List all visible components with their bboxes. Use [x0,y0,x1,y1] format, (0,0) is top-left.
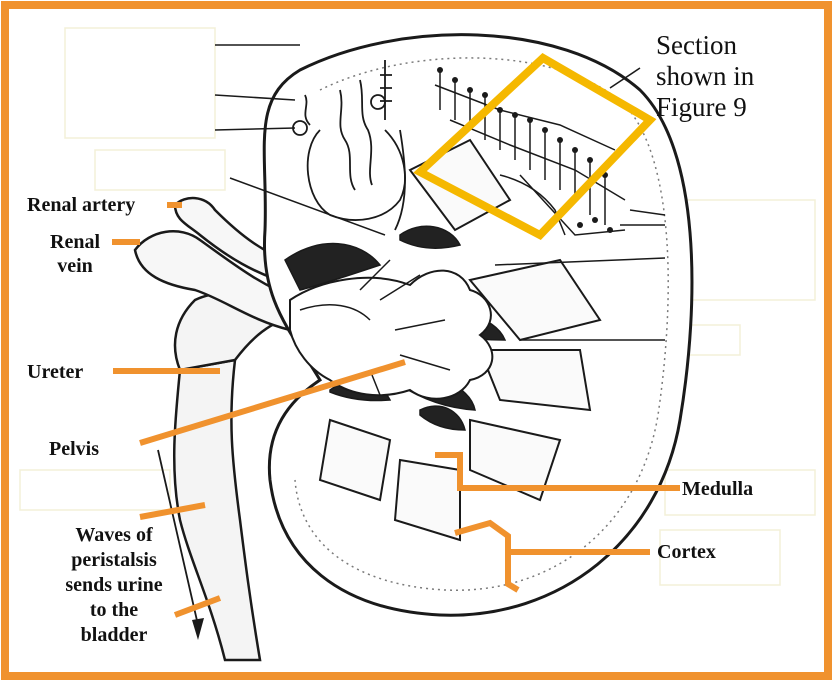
peristalsis-line-2: peristalsis [50,548,178,573]
label-peristalsis: Waves of peristalsis sends urine to the … [50,523,178,648]
label-renal-vein: Renal vein [40,230,110,278]
figure9-callout: Section shown in Figure 9 [656,30,754,123]
peristalsis-line-1: Waves of [50,523,178,548]
label-renal-vein-line1: Renal [40,230,110,254]
label-renal-artery: Renal artery [27,193,135,217]
label-ureter: Ureter [27,360,83,384]
label-medulla: Medulla [682,477,753,501]
callout-line-1: Section [656,30,754,61]
label-pelvis: Pelvis [49,437,99,461]
peristalsis-line-4: to the [50,598,178,623]
label-cortex: Cortex [657,540,716,564]
callout-line-3: Figure 9 [656,92,754,123]
callout-line-2: shown in [656,61,754,92]
label-renal-vein-line2: vein [40,254,110,278]
peristalsis-line-5: bladder [50,623,178,648]
peristalsis-line-3: sends urine [50,573,178,598]
